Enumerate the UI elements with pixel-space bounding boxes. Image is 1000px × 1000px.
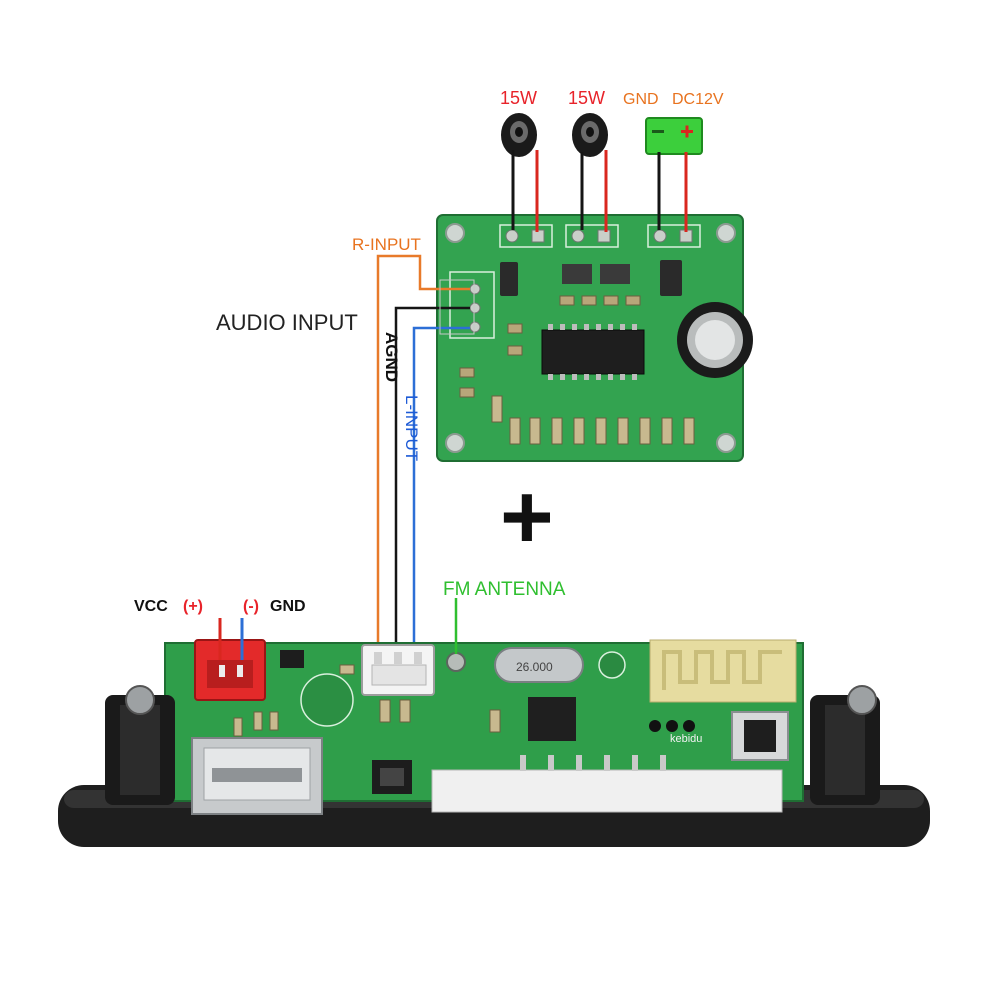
speaker-icon-right [572,113,608,157]
mp3-decoder-board: 26.000 kebidu [58,639,930,847]
l-input-label: L-INPUT [402,395,421,461]
crystal-frequency-text: 26.000 [516,660,553,674]
usb-port [191,737,323,815]
gnd-sign-label: (-) [243,598,259,615]
audio-input-connector [361,644,435,696]
amplifier-board [436,214,753,462]
speaker-icon-left [501,113,537,157]
power-gnd-label: GND [623,91,659,108]
power-connector [194,639,266,701]
electrolytic-capacitor [677,302,753,378]
brand-watermark: kebidu [670,733,702,745]
speaker-right-power-label: 15W [568,88,605,108]
fm-antenna-label: FM ANTENNA [443,579,566,600]
power-input-wires [218,618,244,660]
audio-input-title: AUDIO INPUT [216,310,358,335]
bluetooth-module [649,639,797,703]
power-dc-label: DC12V [672,91,724,108]
battery-icon [645,117,703,155]
r-input-label: R-INPUT [352,235,421,254]
vcc-label: VCC [134,598,168,615]
audio-input-wires [376,254,470,650]
speaker-left-power-label: 15W [500,88,537,108]
crystal-oscillator: 26.000 [494,647,584,683]
plus-symbol: + [500,466,554,568]
agnd-label: AGND [382,332,401,382]
speaker-wires [511,150,688,232]
gnd-label: GND [270,598,306,615]
vcc-sign-label: (+) [183,598,203,615]
